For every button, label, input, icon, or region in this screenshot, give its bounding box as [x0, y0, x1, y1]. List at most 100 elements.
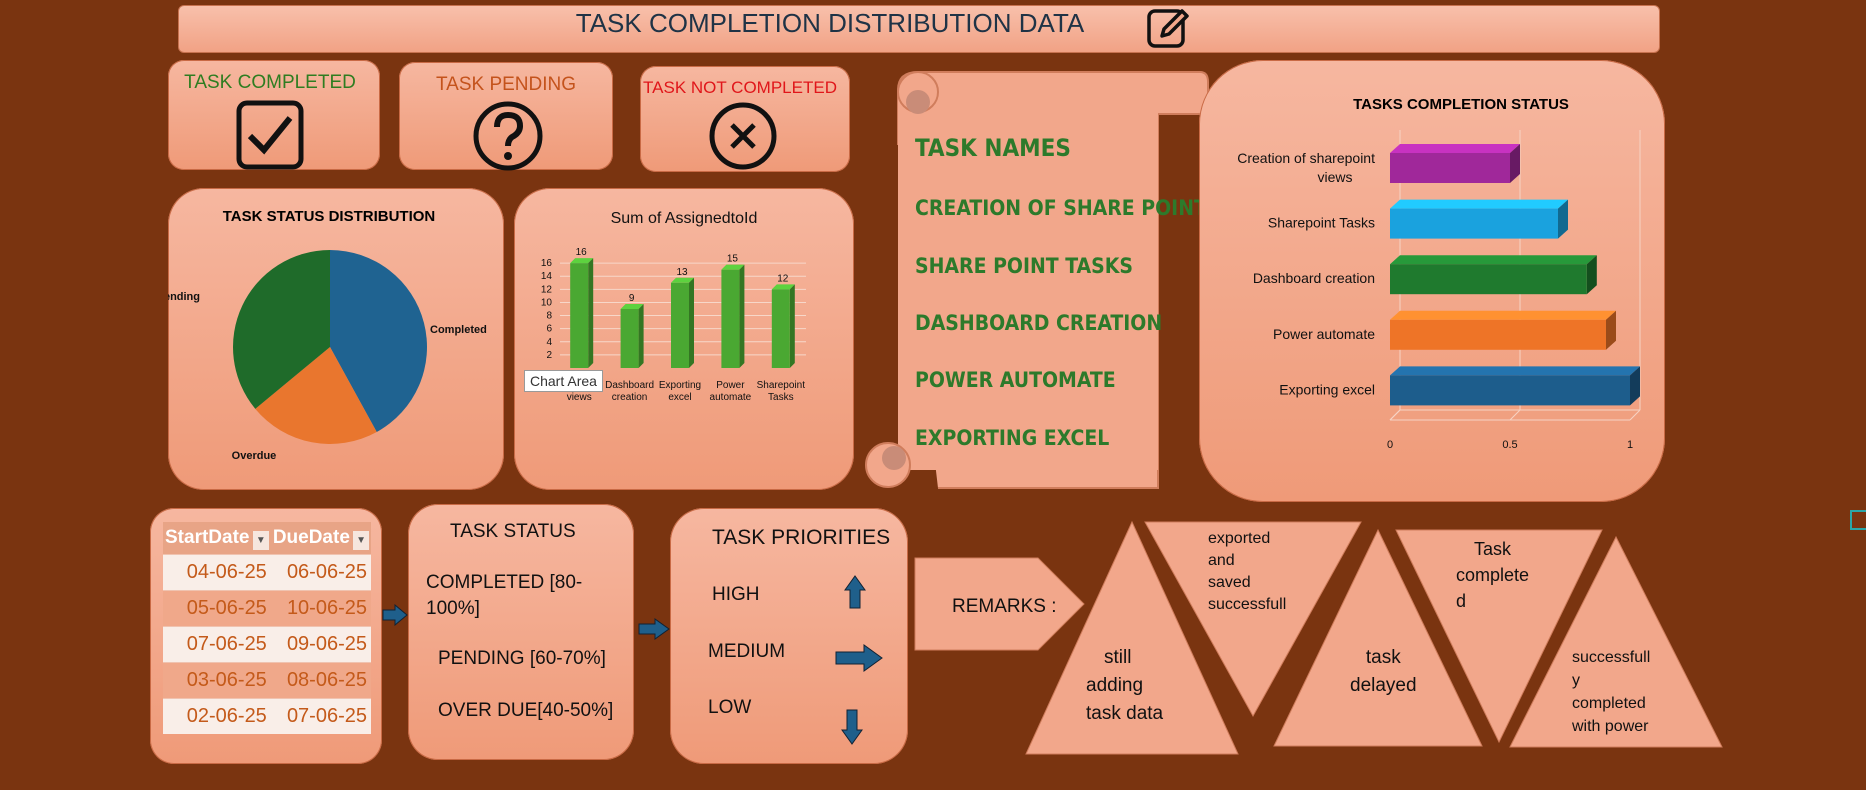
- bar-top: [771, 284, 795, 290]
- bar-side: [1510, 144, 1520, 183]
- filter-dropdown-icon[interactable]: ▼: [353, 530, 369, 550]
- table-cell[interactable]: 10-06-25: [270, 590, 371, 627]
- arrow-right-icon: [638, 618, 670, 640]
- bar-side: [739, 264, 745, 368]
- task-not-completed-label: TASK NOT COMPLETED: [643, 78, 837, 97]
- priorities-heading: TASK PRIORITIES: [712, 526, 891, 549]
- category-label: Dashboard creation: [1253, 270, 1375, 286]
- remark-note: exported and saved successfull: [1208, 530, 1287, 613]
- bar: [1390, 319, 1606, 350]
- x-tick-label: creation: [612, 392, 648, 403]
- hbar-title: TASKS COMPLETION STATUS: [1353, 96, 1569, 113]
- priority-high-label: HIGH: [712, 584, 760, 605]
- bar-side: [1586, 255, 1597, 295]
- bar-side: [1606, 310, 1616, 350]
- table-cell[interactable]: 06-06-25: [270, 554, 371, 591]
- y-tick-label: 16: [541, 258, 553, 269]
- bar-side: [588, 258, 594, 368]
- task-name-item: EXPORTING EXCEL: [915, 426, 1110, 450]
- y-tick-label: 4: [546, 337, 552, 348]
- chart-area-tooltip: Chart Area: [524, 370, 603, 392]
- x-tick-label: excel: [668, 392, 691, 403]
- pie-slice: [255, 347, 377, 444]
- bar-side: [689, 277, 694, 368]
- arrow-right-icon: [382, 604, 408, 626]
- y-tick-label: 12: [541, 284, 553, 295]
- pie-slice: [330, 250, 427, 433]
- checkbox-icon: [236, 100, 304, 175]
- gridline: [1509, 409, 1521, 421]
- bar-top: [1390, 255, 1597, 265]
- category-label: Sharepoint Tasks: [1268, 215, 1375, 231]
- data-label: 13: [676, 267, 688, 278]
- category-label: views: [1317, 169, 1352, 185]
- remarks-pentagon: [914, 557, 1085, 651]
- priority-medium-label: MEDIUM: [708, 641, 786, 662]
- table-cell[interactable]: 09-06-25: [270, 626, 371, 663]
- bar: [1390, 153, 1510, 183]
- pie-chart[interactable]: CompletedOverduePending: [168, 230, 504, 480]
- bar-top: [1390, 144, 1520, 153]
- arrow-up-icon: [844, 575, 866, 609]
- bar: [570, 263, 589, 368]
- y-tick-label: 8: [546, 311, 552, 322]
- remark-note: Task complete d: [1456, 539, 1530, 611]
- bar-side: [789, 284, 795, 368]
- priorities-panel: [670, 508, 908, 764]
- edit-icon[interactable]: [1146, 6, 1190, 50]
- close-circle-icon: [708, 100, 778, 177]
- data-label: 9: [629, 293, 635, 304]
- filter-dropdown-icon[interactable]: ▼: [252, 530, 269, 550]
- title-bar: [178, 5, 1660, 53]
- bar: [771, 289, 790, 368]
- x-tick-label: Exporting: [659, 380, 701, 391]
- table-cell[interactable]: 05-06-25: [163, 590, 271, 627]
- bar: [721, 269, 740, 368]
- bar: [1390, 264, 1587, 295]
- bar-side: [1630, 366, 1640, 406]
- y-tick-label: 2: [546, 350, 552, 361]
- bar-chart[interactable]: 24681012141616sharepointviews9Dashboardc…: [514, 230, 854, 430]
- card-task-completed: [168, 60, 380, 170]
- selection-handle[interactable]: [1850, 510, 1866, 530]
- table-cell[interactable]: 04-06-25: [163, 554, 271, 591]
- status-completed-range: COMPLETED [80-: [426, 572, 583, 593]
- bar-top: [1390, 199, 1568, 209]
- task-name-item: DASHBOARD CREATION: [915, 311, 1163, 335]
- table-cell[interactable]: 07-06-25: [270, 698, 371, 734]
- category-label: Creation of sharepoint: [1237, 150, 1375, 166]
- remark-triangle-up: [1509, 535, 1723, 748]
- task-names-scroll: [865, 70, 1209, 489]
- task-names-heading: TASK NAMES: [915, 134, 1071, 162]
- table-cell[interactable]: 03-06-25: [163, 662, 271, 699]
- y-tick-label: 6: [546, 324, 552, 335]
- bar-top: [1390, 366, 1640, 376]
- table-cell[interactable]: 08-06-25: [270, 662, 371, 699]
- x-tick-label: 1: [1627, 439, 1633, 451]
- remark-triangle-down: [1395, 529, 1603, 744]
- page-title: TASK COMPLETION DISTRIBUTION DATA: [575, 8, 1085, 38]
- startdate-header[interactable]: StartDate▼: [163, 522, 271, 555]
- question-icon: [472, 100, 544, 177]
- table-cell[interactable]: 07-06-25: [163, 626, 271, 663]
- duedate-header[interactable]: DueDate▼: [270, 522, 371, 555]
- y-tick-label: 10: [541, 297, 553, 308]
- data-label: 16: [576, 247, 588, 258]
- table-cell[interactable]: 02-06-25: [163, 698, 271, 734]
- arrow-down-icon: [841, 709, 863, 745]
- bar-side: [1558, 199, 1568, 239]
- status-completed-range-end: 100%]: [426, 598, 480, 619]
- bar: [1390, 375, 1630, 406]
- pie-label: Completed: [430, 324, 487, 336]
- task-completed-label: TASK COMPLETED: [184, 72, 356, 93]
- pie-title: TASK STATUS DISTRIBUTION: [222, 208, 436, 225]
- task-status-heading: TASK STATUS: [450, 521, 576, 542]
- pie-label: Pending: [168, 291, 200, 303]
